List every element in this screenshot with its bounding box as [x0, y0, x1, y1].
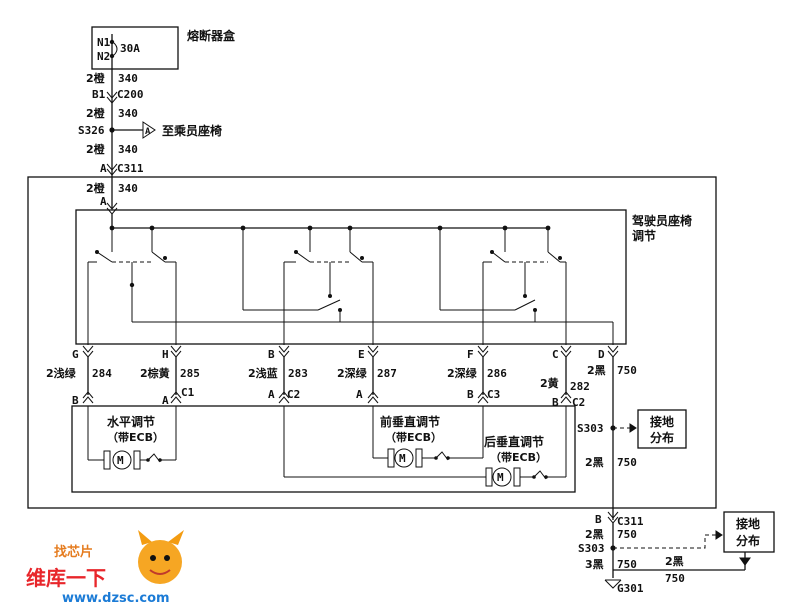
w1-conn: C200 [117, 88, 144, 101]
c2b-pin: B [552, 396, 559, 409]
switch-connector-pins: G H B E F C D [72, 345, 619, 361]
c311-label: C311 [117, 162, 144, 175]
c311-pin: A [100, 162, 107, 175]
h-wire-num: 285 [180, 367, 200, 380]
c1-pin-b: B [72, 394, 79, 407]
pin-b: B [268, 348, 275, 361]
fuse-n1-label: N1 [97, 36, 111, 49]
w4-color: 2橙 [86, 181, 106, 195]
w2-num: 340 [118, 107, 138, 120]
e-wire-num: 287 [377, 367, 397, 380]
w1-pin: B1 [92, 88, 106, 101]
d-wire-color: 2黑 [587, 364, 606, 377]
driver-seat-adjust-label-2: 调节 [632, 228, 656, 243]
watermark-url: www.dzsc.com [62, 591, 170, 606]
c1-pin-a: A [162, 394, 169, 407]
ground-dist-label-2a: 分布 [650, 430, 674, 445]
c-wire-num: 282 [570, 380, 590, 393]
feed-wire-340: 2橙 340 B1 C200 2橙 340 A 至乘员座椅 S326 2橙 34… [78, 70, 222, 208]
w750d-num: 750 [617, 558, 637, 571]
w1-num: 340 [118, 72, 138, 85]
rear-vertical-adjust-motor: 后垂直调节 （带ECB） M [283, 406, 567, 487]
c2b-label: C2 [572, 396, 585, 409]
w750a-num: 750 [617, 456, 637, 469]
front-vertical-motor-m: M [399, 452, 406, 465]
c311b-pin: B [595, 513, 602, 526]
e-wire-color: 2深绿 [337, 366, 368, 380]
pin-c: C [552, 348, 559, 361]
ground-dist-label-2b: 分布 [736, 533, 760, 548]
ground-s303-inner: S303 接地 分布 2黑 750 [577, 409, 687, 469]
rear-vertical-ecb-label: （带ECB） [490, 450, 547, 464]
c3-pin-b: B [467, 388, 474, 401]
c3-pin-a: A [356, 388, 363, 401]
to-passenger-seat: 至乘员座椅 [162, 123, 222, 138]
h-wire-color: 2棕黄 [140, 366, 170, 380]
ground-dist-label-1b: 接地 [736, 516, 760, 531]
w750a-color: 2黑 [585, 456, 604, 469]
c2a-pin: A [268, 388, 275, 401]
f-wire-color: 2深绿 [447, 366, 478, 380]
pin-h: H [162, 348, 169, 361]
pin-e: E [358, 348, 365, 361]
driver-seat-adjust-label-1: 驾驶员座椅 [631, 213, 692, 228]
w750b-num: 750 [617, 528, 637, 541]
w3-num: 340 [118, 143, 138, 156]
motor-group-box [71, 405, 576, 493]
d-wire-num: 750 [617, 364, 637, 377]
f-wire-num: 286 [487, 367, 507, 380]
driver-seat-switch [75, 202, 627, 345]
c-wire-color: 2黄 [540, 376, 559, 390]
w750c-color: 2黑 [665, 555, 684, 568]
horizontal-adjust-label: 水平调节 [107, 414, 155, 429]
w1-color: 2橙 [86, 71, 106, 85]
horizontal-motor-m: M [117, 454, 124, 467]
seat-module-enclosure [27, 176, 717, 509]
watermark-tag: 找芯片 [54, 544, 93, 560]
s303-label-b: S303 [578, 542, 605, 555]
g-wire-num: 284 [92, 367, 112, 380]
horizontal-adjust-motor: 水平调节 （带ECB） M [87, 406, 177, 470]
c3-label: C3 [487, 388, 500, 401]
b-wire-num: 283 [288, 367, 308, 380]
motor-feed-wires: 2浅绿 284 2棕黄 285 2浅蓝 283 2深绿 287 2深绿 286 … [46, 357, 637, 520]
fuse-box: N1 N2 30A [91, 26, 179, 70]
horizontal-ecb-label: （带ECB） [107, 430, 164, 444]
rear-vertical-motor-m: M [497, 471, 504, 484]
fuse-box-label: 熔断器盒 [187, 28, 236, 43]
c311b-label: C311 [617, 515, 644, 528]
g301-label: G301 [617, 582, 644, 595]
s303-label-a: S303 [577, 422, 604, 435]
front-vertical-ecb-label: （带ECB） [385, 430, 442, 444]
pin-g: G [72, 348, 79, 361]
w750b-color: 2黑 [585, 528, 604, 541]
front-vertical-adjust-label: 前垂直调节 [380, 414, 440, 429]
splice-s326: S326 [78, 124, 105, 137]
g-wire-color: 2浅绿 [46, 366, 77, 380]
pin-d: D [598, 348, 605, 361]
w750c-num: 750 [665, 572, 685, 585]
w4-num: 340 [118, 182, 138, 195]
rear-vertical-adjust-label: 后垂直调节 [484, 434, 544, 449]
splice-a: A [145, 127, 151, 137]
w2-color: 2橙 [86, 106, 106, 120]
front-vertical-adjust-motor: 前垂直调节 （带ECB） M [372, 406, 484, 468]
pin-f: F [467, 348, 474, 361]
w750d-color: 3黑 [585, 558, 604, 571]
b-wire-color: 2浅蓝 [248, 366, 278, 380]
watermark-logo: 找芯片 维库一下 www.dzsc.com [26, 530, 184, 606]
fuse-rating: 30A [120, 42, 140, 55]
c2a-label: C2 [287, 388, 300, 401]
watermark-brand: 维库一下 [26, 566, 106, 590]
w4-pin: A [100, 195, 107, 208]
ground-path-bottom: B C311 2黑 750 S303 接地 分布 2黑 750 3黑 750 G… [578, 511, 775, 595]
w3-color: 2橙 [86, 142, 106, 156]
fuse-n2-label: N2 [97, 50, 110, 63]
c1-label: C1 [181, 386, 195, 399]
ground-dist-label-1a: 接地 [650, 414, 674, 429]
